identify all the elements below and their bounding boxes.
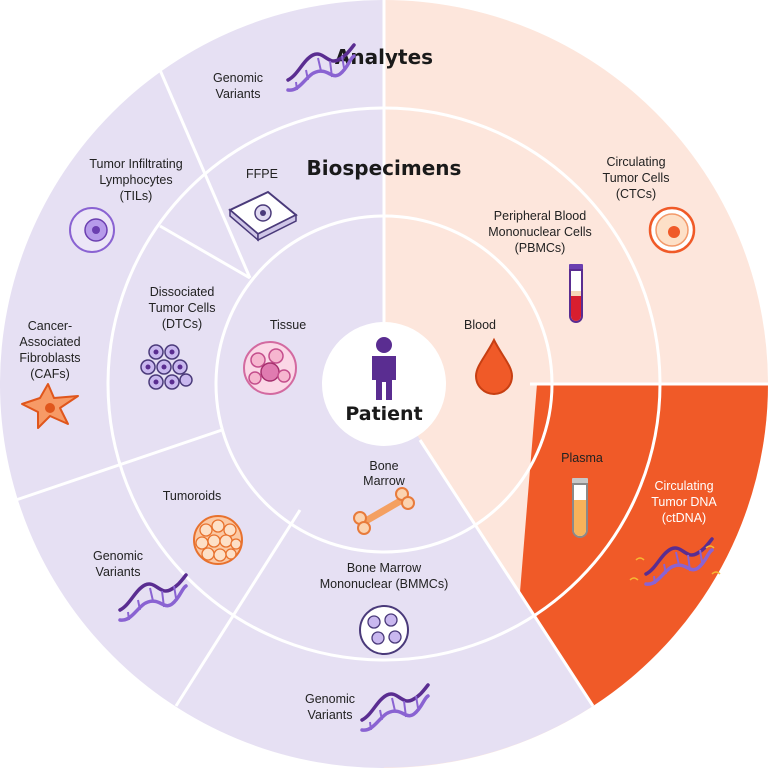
tils-line2: Lymphocytes	[99, 173, 172, 187]
genomic-top-line2: Variants	[216, 87, 261, 101]
ctdna-line3: (ctDNA)	[662, 511, 706, 525]
lymphocyte-icon	[69, 207, 115, 253]
ctcs-line3: (CTCs)	[616, 187, 656, 201]
ffpe-label: FFPE	[246, 167, 278, 181]
genomic-left-line2: Variants	[96, 565, 141, 579]
bmmcs-line1: Bone Marrow	[347, 561, 422, 575]
dna-icon	[629, 537, 721, 586]
fibroblast-icon	[21, 383, 79, 429]
biospecimens-title: Biospecimens	[307, 156, 462, 180]
tils-line3: (TILs)	[120, 189, 153, 203]
tissue-label: Tissue	[270, 318, 306, 332]
ctcs-line1: Circulating	[606, 155, 665, 169]
petri-dish-icon	[359, 605, 409, 655]
genomic-left-line1: Genomic	[93, 549, 143, 563]
tumoroid-icon	[193, 515, 243, 565]
bmmcs-line2: Mononuclear (BMMCs)	[320, 577, 449, 591]
dtcs-line3: (DTCs)	[162, 317, 202, 331]
tumoroids-label: Tumoroids	[163, 489, 222, 503]
blood-drop-icon	[474, 337, 514, 395]
center-circle	[322, 322, 446, 446]
pbmcs-line1: Peripheral Blood	[494, 209, 586, 223]
ctdna-line1: Circulating	[654, 479, 713, 493]
dtcs-line1: Dissociated	[150, 285, 215, 299]
tissue-icon	[243, 341, 297, 395]
blood-label: Blood	[464, 318, 496, 332]
test-tube-icon	[569, 264, 583, 323]
bone-marrow-line2: Marrow	[363, 474, 406, 488]
genomic-bottom-line1: Genomic	[305, 692, 355, 706]
cafs-line3: Fibroblasts	[19, 351, 80, 365]
genomic-bottom-line2: Variants	[308, 708, 353, 722]
cell-cluster-icon	[140, 344, 193, 390]
person-icon	[372, 337, 396, 400]
bone-marrow-outer-segment	[176, 384, 593, 768]
ctdna-line2: Tumor DNA	[651, 495, 717, 509]
plasma-label: Plasma	[561, 451, 603, 465]
pbmcs-line3: (PBMCs)	[515, 241, 566, 255]
ctdna-segment	[520, 384, 768, 706]
dtcs-line2: Tumor Cells	[149, 301, 216, 315]
segment-dividers	[15, 0, 768, 707]
bone-marrow-line1: Bone	[369, 459, 398, 473]
cafs-line4: (CAFs)	[30, 367, 70, 381]
patient-label: Patient	[345, 403, 422, 425]
ffpe-slide-icon	[228, 190, 298, 242]
cafs-line1: Cancer-	[28, 319, 72, 333]
bone-icon	[353, 487, 415, 535]
plasma-tube-icon	[572, 478, 588, 538]
ctc-cell-icon	[648, 206, 696, 254]
tils-line1: Tumor Infiltrating	[89, 157, 182, 171]
pbmcs-line2: Mononuclear Cells	[488, 225, 592, 239]
cafs-line2: Associated	[19, 335, 80, 349]
genomic-top-line1: Genomic	[213, 71, 263, 85]
ctcs-line2: Tumor Cells	[603, 171, 670, 185]
